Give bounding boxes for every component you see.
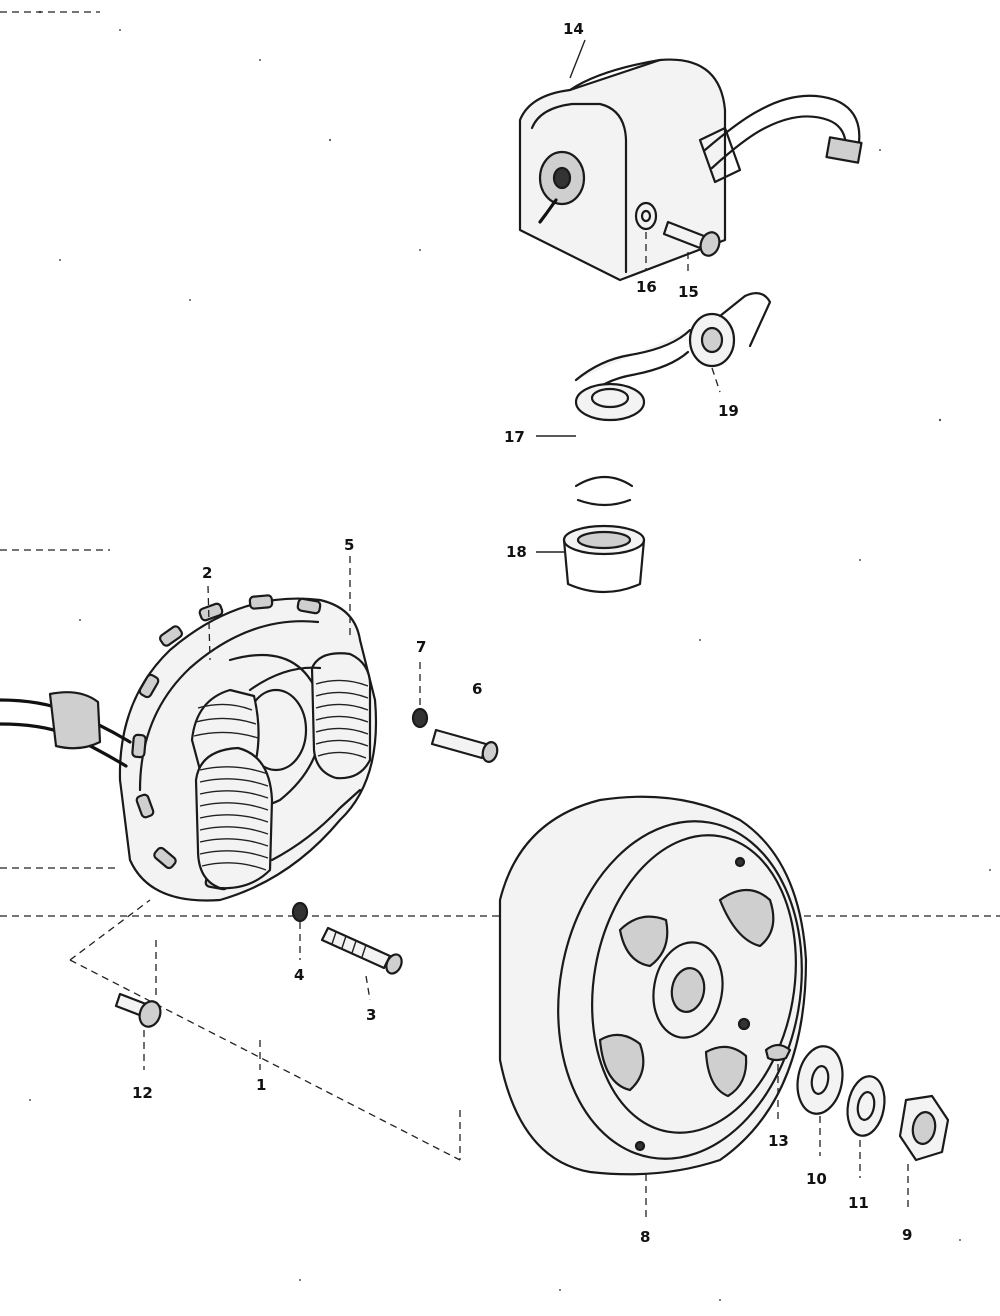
callout-12: 12 [132,1084,153,1102]
mounting-bolt [114,992,162,1070]
flat-washer [796,1045,844,1156]
callout-13: 13 [768,1132,789,1150]
callout-18: 18 [506,543,527,561]
scan-noise [29,10,991,1301]
woodruff-key [764,1043,792,1120]
lock-washer [846,1075,886,1178]
callout-5: 5 [344,536,354,554]
stator-assembly [0,594,461,1161]
callout-3: 3 [366,1006,376,1024]
callout-7: 7 [416,638,426,656]
leader-2 [207,585,211,661]
rubber-grommet [536,475,646,594]
callout-1: 1 [256,1076,266,1094]
stator-washer-lower [291,901,309,960]
callout-8: 8 [640,1228,650,1246]
flywheel-rotor [498,795,808,1220]
callout-6: 6 [472,680,482,698]
callout-9: 9 [902,1226,912,1244]
lead-wire [536,328,692,437]
plug-cap [688,291,772,393]
callout-11: 11 [848,1194,869,1212]
callout-labels: 14 16 15 19 17 18 5 2 7 6 4 3 12 1 13 10… [132,20,912,1246]
callout-17: 17 [504,428,525,446]
callout-14: 14 [563,20,584,38]
callout-10: 10 [806,1170,827,1188]
callout-4: 4 [294,966,304,984]
stator-screw-long [430,728,499,763]
coil-2-windings [193,703,269,871]
callout-2: 2 [202,564,212,582]
coil-bolt [662,220,721,272]
callout-16: 16 [636,278,657,296]
stator-screw-short [320,926,403,1001]
rotor-nut [898,1094,950,1210]
callout-19: 19 [718,402,739,420]
callout-15: 15 [678,283,699,301]
stator-washer [411,662,429,729]
coil-5-windings [315,679,369,759]
coil-washer [634,201,658,270]
